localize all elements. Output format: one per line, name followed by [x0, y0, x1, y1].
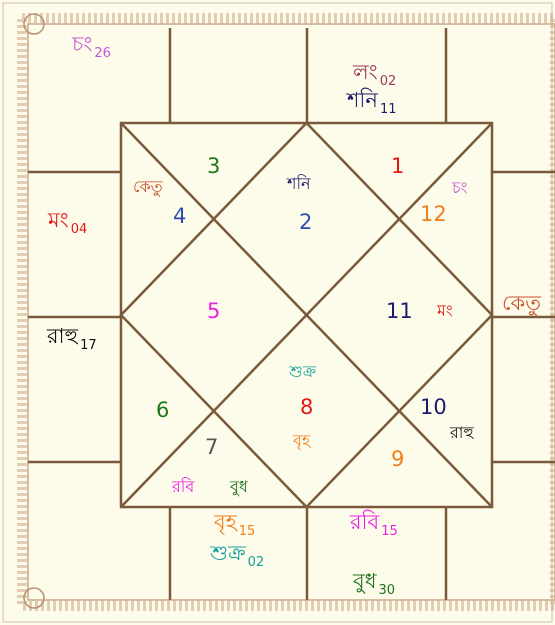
- house-7-number: 7: [205, 437, 218, 458]
- house-11-planet: মং: [437, 303, 453, 319]
- house-2-number: 2: [299, 212, 312, 233]
- house-8-planet-shukra: শুক্র: [289, 364, 316, 380]
- house-1-number: 1: [391, 156, 404, 177]
- house-12-planet: চং: [452, 180, 468, 196]
- house-9-number: 9: [391, 449, 404, 470]
- house-7-planet-budh: বুধ: [230, 479, 248, 495]
- house-4-planet: কেতু: [133, 179, 163, 195]
- house-2-planet: শনি: [287, 176, 311, 192]
- house-3-number: 3: [207, 156, 220, 177]
- house-10-planet: রাহু: [450, 425, 474, 441]
- outer-shani: শনি11: [347, 90, 397, 111]
- house-8-number: 8: [300, 397, 313, 418]
- house-6-number: 6: [156, 400, 169, 421]
- house-8-planet-brihaspati: বৃহ: [293, 433, 310, 449]
- outer-ravi: রবি15: [350, 512, 398, 533]
- house-4-number: 4: [173, 206, 186, 227]
- outer-rahu: রাহু17: [47, 326, 97, 347]
- house-10-number: 10: [420, 397, 447, 418]
- outer-chandra: চং26: [72, 34, 111, 55]
- house-11-number: 11: [386, 301, 413, 322]
- outer-ketu: কেতু: [502, 293, 541, 314]
- house-12-number: 12: [420, 204, 447, 225]
- outer-mangal: মং04: [48, 210, 87, 231]
- inner-border: [28, 24, 555, 600]
- outer-border: [3, 3, 552, 622]
- outer-lagna: লং02: [353, 62, 396, 83]
- house-5-number: 5: [207, 301, 220, 322]
- ornamental-border: [22, 18, 555, 606]
- house-7-planet-ravi: রবি: [172, 479, 194, 495]
